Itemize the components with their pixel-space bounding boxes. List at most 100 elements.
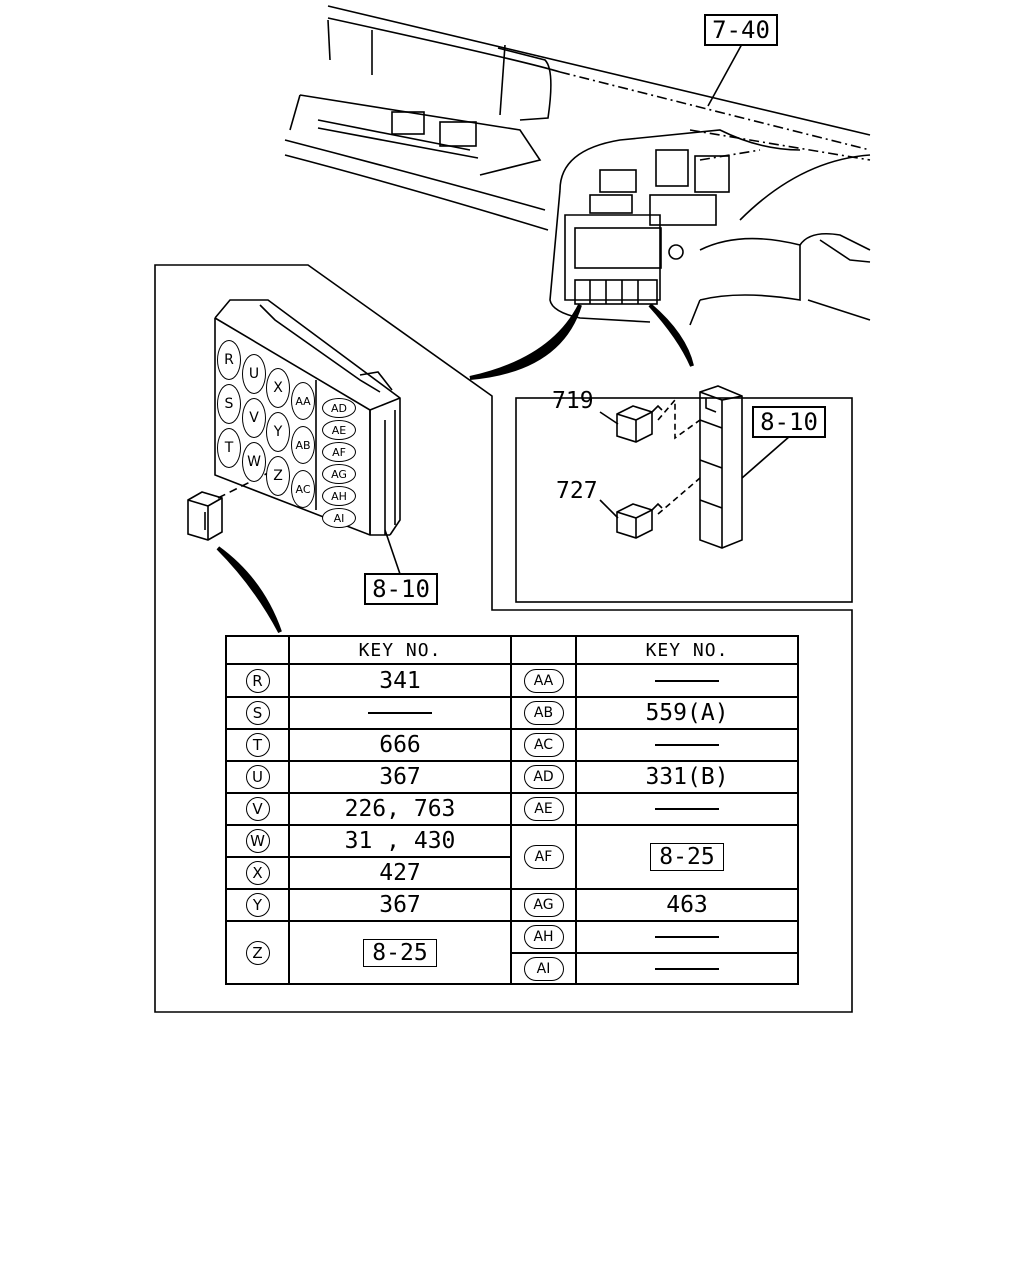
fuse-slot-x: X	[266, 368, 290, 408]
circled-label-ag: AG	[523, 893, 564, 917]
key-number: 666	[379, 732, 421, 758]
table-row-value: 559(A)	[576, 697, 798, 729]
table-row-value	[289, 697, 511, 729]
fuse-slot-ah: AH	[322, 486, 356, 506]
circled-label-x: X	[245, 861, 270, 885]
ref-box-fuse-box-left: 8-10	[364, 573, 438, 605]
relay-dash-line	[657, 397, 701, 440]
no-key-dash	[655, 936, 719, 938]
table-row-label: W	[226, 825, 289, 857]
ref-box-fuse-box-right: 8-10	[752, 406, 826, 438]
table-row-value: 31 , 430	[289, 825, 511, 857]
table-row-label: AE	[511, 793, 576, 825]
table-row-value: 8-25	[576, 825, 798, 889]
fuse-slot-r: R	[217, 340, 241, 380]
table-row-label: V	[226, 793, 289, 825]
circled-label-u: U	[245, 765, 270, 789]
fuse-slot-y: Y	[266, 412, 290, 452]
table-row-label: AD	[511, 761, 576, 793]
relay-727	[616, 502, 663, 539]
relay-dash-line	[217, 471, 271, 499]
circled-label-s: S	[245, 701, 270, 725]
circled-label-t: T	[245, 733, 270, 757]
table-row-label: AG	[511, 889, 576, 921]
relay-dash-line	[657, 477, 701, 515]
key-table-grid	[225, 635, 799, 985]
part-number-727: 727	[556, 478, 598, 504]
table-row-value	[576, 793, 798, 825]
table-row-label: AI	[511, 953, 576, 984]
circled-label-ad: AD	[523, 765, 564, 789]
table-row-label: AH	[511, 921, 576, 953]
fuse-slot-af: AF	[322, 442, 356, 462]
key-number: 226, 763	[344, 796, 456, 822]
leader-line	[599, 499, 619, 519]
key-number: 463	[666, 892, 708, 918]
table-row-label: Y	[226, 889, 289, 921]
leader-line	[384, 529, 401, 575]
table-row-value: 427	[289, 857, 511, 889]
circled-label-ah: AH	[523, 925, 564, 949]
table-row-value: 666	[289, 729, 511, 761]
main-panel-outline	[154, 264, 853, 1013]
circled-label-ab: AB	[523, 701, 564, 725]
table-row-value	[576, 664, 798, 697]
fuse-slot-w: W	[242, 442, 266, 482]
table-row-value	[576, 729, 798, 761]
part-number-719: 719	[552, 388, 594, 414]
key-number: 427	[379, 860, 421, 886]
relay-inset-box	[515, 397, 853, 603]
dashboard-illustration	[284, 5, 871, 326]
table-row-label: AB	[511, 697, 576, 729]
leader-line	[707, 43, 743, 107]
ref-box-key: 8-25	[650, 843, 724, 871]
fuse-slot-s: S	[217, 384, 241, 424]
table-row-value	[576, 953, 798, 984]
table-row-label: X	[226, 857, 289, 889]
no-key-dash	[655, 679, 719, 682]
key-number: 559(A)	[645, 700, 729, 726]
circled-label-aa: AA	[523, 668, 564, 693]
table-row-value: 463	[576, 889, 798, 921]
fuse-slot-ag: AG	[322, 464, 356, 484]
no-key-dash	[655, 808, 719, 810]
table-row-value: 367	[289, 889, 511, 921]
circled-label-z: Z	[245, 940, 270, 965]
table-header-key-left: KEY NO.	[358, 639, 442, 661]
callout-arrow	[216, 546, 282, 633]
circled-label-w: W	[245, 829, 270, 853]
table-header-key-right: KEY NO.	[645, 639, 729, 661]
fuse-slot-t: T	[217, 428, 241, 468]
fuse-slot-z: Z	[266, 456, 290, 496]
table-row-value: 8-25	[289, 921, 511, 984]
fuse-slot-aa: AA	[291, 382, 315, 420]
table-row-label: AF	[511, 825, 576, 889]
table-row-label: T	[226, 729, 289, 761]
fuse-block-body	[214, 299, 401, 536]
fuse-box-side-view	[699, 385, 743, 549]
fuse-slot-v: V	[242, 398, 266, 438]
table-row-label: AC	[511, 729, 576, 761]
table-row-label: S	[226, 697, 289, 729]
circled-label-ac: AC	[523, 733, 564, 757]
table-row-value: 226, 763	[289, 793, 511, 825]
fuse-slot-u: U	[242, 354, 266, 394]
circled-label-r: R	[245, 668, 270, 693]
circled-label-ae: AE	[523, 797, 564, 821]
table-row-label: R	[226, 664, 289, 697]
loose-relay	[187, 491, 223, 541]
key-number: 31 , 430	[344, 828, 456, 854]
fuse-slot-ad: AD	[322, 398, 356, 418]
circled-label-v: V	[245, 797, 270, 821]
table-row-label: U	[226, 761, 289, 793]
fuse-slot-ae: AE	[322, 420, 356, 440]
fuse-slot-ac: AC	[291, 470, 315, 508]
fuse-slot-ab: AB	[291, 426, 315, 464]
callout-arrow	[469, 304, 582, 380]
table-row-value: 367	[289, 761, 511, 793]
relay-719	[616, 404, 663, 443]
no-key-dash	[655, 967, 719, 970]
key-number: 367	[379, 892, 421, 918]
no-key-dash	[655, 744, 719, 746]
callout-arrow	[648, 303, 694, 367]
